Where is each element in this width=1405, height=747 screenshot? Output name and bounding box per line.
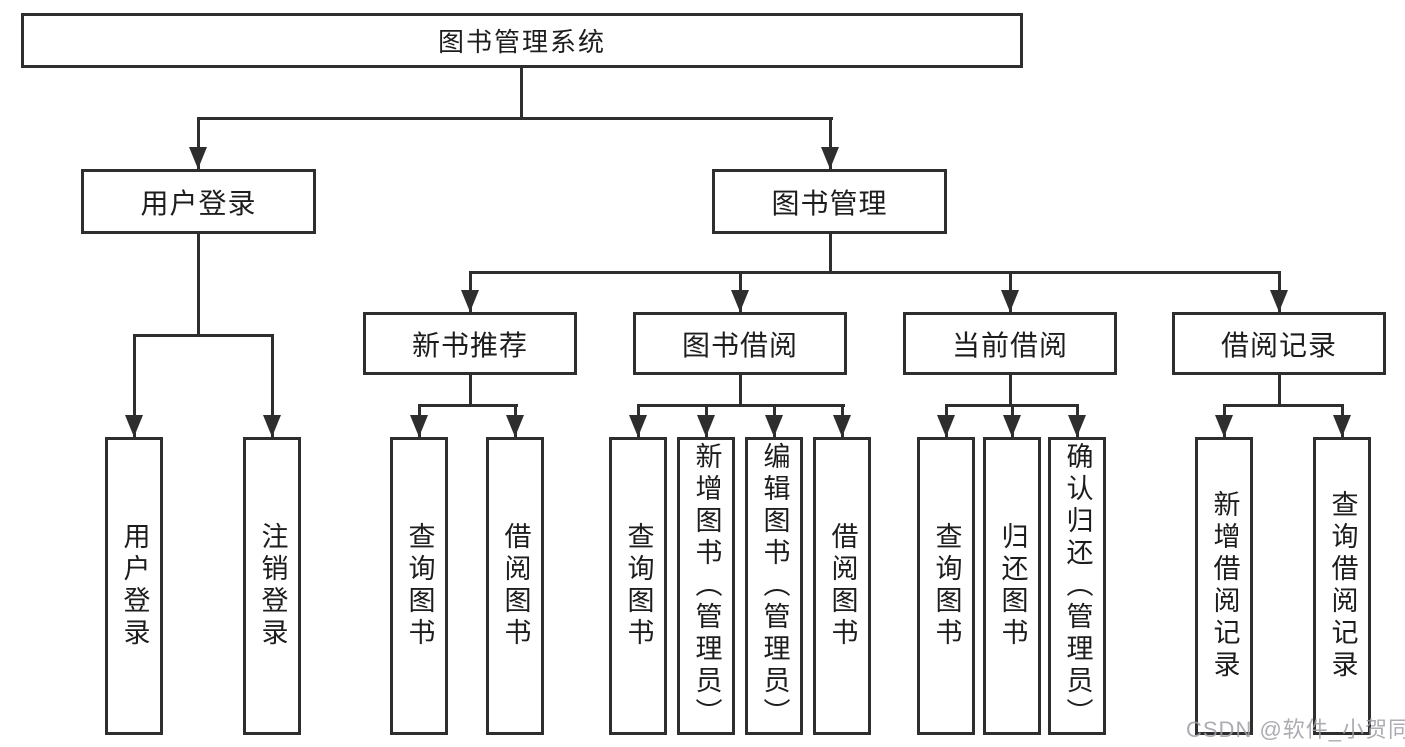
arrowhead-user-login [189, 147, 207, 169]
edge-current-borrow-stem [1009, 374, 1012, 407]
leaf-query-books-2-label: 查询图书 [623, 522, 654, 650]
leaf-query-books-3-label: 查询图书 [931, 522, 962, 650]
node-new-book-recommend-label: 新书推荐 [411, 329, 528, 361]
edge-user-login-stem [197, 234, 200, 337]
edge-to-leaf-user-login [133, 334, 136, 437]
arrowhead-borrow-records [1270, 290, 1288, 312]
leaf-edit-books-admin: 编辑图书（管理员） [745, 437, 803, 735]
leaf-add-borrow-record: 新增借阅记录 [1195, 437, 1253, 735]
arrowhead-leaf-return [1003, 415, 1021, 437]
edge-to-leaf-logout [271, 334, 274, 437]
edge-borrow-records-bar [1223, 404, 1344, 407]
arrowhead-leaf-user-login [125, 415, 143, 437]
leaf-user-login-label: 用户登录 [119, 522, 150, 650]
leaf-borrow-books-2: 借阅图书 [813, 437, 871, 735]
leaf-query-borrow-record-label: 查询借阅记录 [1327, 490, 1358, 682]
arrowhead-leaf-borrow-1 [506, 415, 524, 437]
leaf-borrow-books-1-label: 借阅图书 [500, 522, 531, 650]
edge-book-borrow-stem [739, 374, 742, 407]
edge-book-management-bar [469, 271, 1281, 274]
arrowhead-leaf-add-record [1215, 415, 1233, 437]
leaf-query-books-2: 查询图书 [609, 437, 667, 735]
arrowhead-leaf-add-books [697, 415, 715, 437]
arrowhead-leaf-query-1 [410, 415, 428, 437]
leaf-logout-label: 注销登录 [257, 522, 288, 650]
node-new-book-recommend: 新书推荐 [363, 312, 577, 375]
leaf-query-books-3: 查询图书 [917, 437, 975, 735]
arrowhead-new-book-recommend [461, 290, 479, 312]
leaf-confirm-return-admin-label: 确认归还（管理员） [1062, 442, 1093, 730]
edge-to-user-login [197, 117, 200, 169]
leaf-query-books-1-label: 查询图书 [404, 522, 435, 650]
arrowhead-leaf-logout [263, 415, 281, 437]
edge-new-book-recommend-stem [469, 374, 472, 407]
edge-new-book-recommend-bar [418, 404, 518, 407]
leaf-return-books: 归还图书 [983, 437, 1041, 735]
edge-user-login-bar [133, 334, 274, 337]
arrowhead-book-borrow [731, 290, 749, 312]
arrowhead-leaf-query-3 [937, 415, 955, 437]
leaf-edit-books-admin-label: 编辑图书（管理员） [759, 442, 790, 730]
leaf-borrow-books-2-label: 借阅图书 [827, 522, 858, 650]
node-book-borrow: 图书借阅 [633, 312, 847, 375]
arrowhead-current-borrow [1001, 290, 1019, 312]
edge-root-bar [197, 117, 833, 120]
node-borrow-records-label: 借阅记录 [1220, 329, 1337, 361]
leaf-return-books-label: 归还图书 [997, 522, 1028, 650]
leaf-query-borrow-record: 查询借阅记录 [1313, 437, 1371, 735]
arrowhead-leaf-edit-books [765, 415, 783, 437]
node-book-borrow-label: 图书借阅 [681, 329, 798, 361]
node-root: 图书管理系统 [21, 13, 1023, 68]
node-current-borrow-label: 当前借阅 [951, 329, 1068, 361]
leaf-query-books-1: 查询图书 [390, 437, 448, 735]
node-user-login-label: 用户登录 [140, 187, 257, 219]
node-book-management: 图书管理 [712, 169, 947, 234]
node-borrow-records: 借阅记录 [1172, 312, 1386, 375]
leaf-confirm-return-admin: 确认归还（管理员） [1048, 437, 1106, 735]
node-book-management-label: 图书管理 [771, 187, 888, 219]
arrowhead-leaf-query-2 [629, 415, 647, 437]
edge-book-management-stem [829, 234, 832, 274]
edge-to-book-management [829, 117, 832, 169]
arrowhead-leaf-query-record [1333, 415, 1351, 437]
arrowhead-leaf-borrow-2 [833, 415, 851, 437]
edge-root-stem [520, 68, 523, 120]
leaf-add-books-admin-label: 新增图书（管理员） [691, 442, 722, 730]
leaf-user-login: 用户登录 [105, 437, 163, 735]
node-current-borrow: 当前借阅 [903, 312, 1117, 375]
leaf-add-borrow-record-label: 新增借阅记录 [1209, 490, 1240, 682]
leaf-logout: 注销登录 [243, 437, 301, 735]
leaf-borrow-books-1: 借阅图书 [486, 437, 544, 735]
node-root-label: 图书管理系统 [437, 27, 606, 57]
edge-borrow-records-stem [1278, 374, 1281, 407]
edge-book-borrow-bar [637, 404, 845, 407]
node-user-login: 用户登录 [81, 169, 316, 234]
arrowhead-book-management [821, 147, 839, 169]
arrowhead-leaf-confirm-return [1068, 415, 1086, 437]
leaf-add-books-admin: 新增图书（管理员） [677, 437, 735, 735]
